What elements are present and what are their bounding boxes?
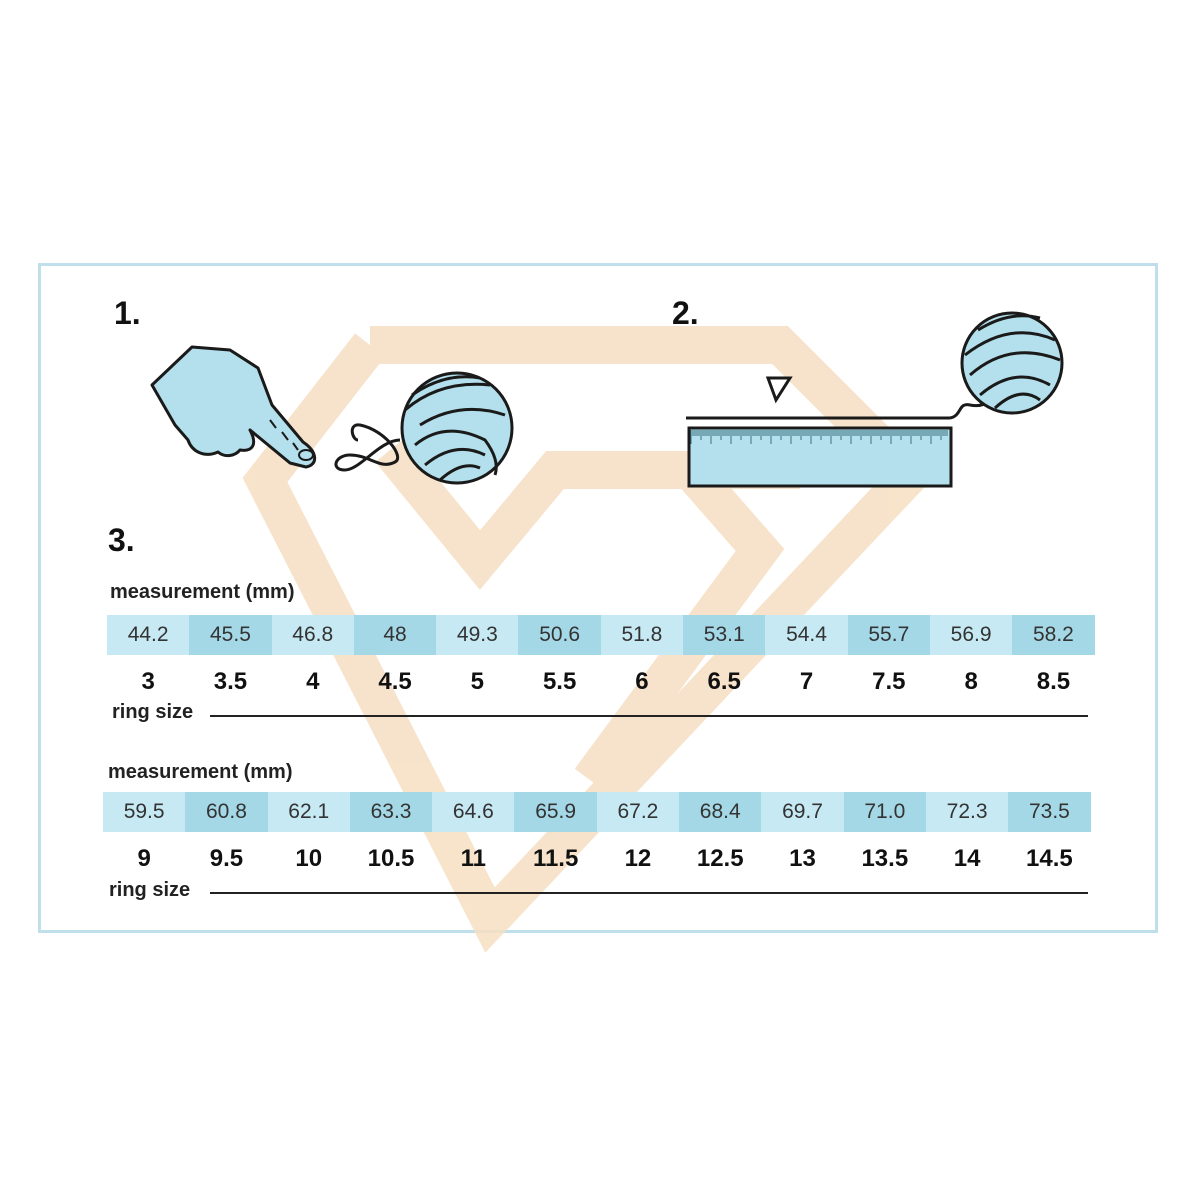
ring-size-value: 6 [635, 668, 649, 695]
measurement-cell: 64.6 [432, 792, 515, 832]
ring-size-value: 8 [964, 668, 978, 695]
measurement-cell: 59.5 [103, 792, 186, 832]
ring-size-value: 11 [460, 845, 487, 872]
measurement-cell: 71.0 [843, 792, 926, 832]
measurement-cell: 56.9 [929, 615, 1013, 655]
measurement-cell: 49.3 [436, 615, 519, 655]
ring-size-value: 6.5 [707, 668, 741, 695]
measurement-cell: 67.2 [596, 792, 680, 832]
measurement-cell: 73.5 [1008, 792, 1091, 832]
ring-size-row-1: 3 3.5 4 4.5 5 5.5 6 6.5 7 7.5 8 8.5 [107, 667, 1095, 697]
step-1-number: 1. [114, 295, 141, 331]
ring-size-label-2: ring size [109, 879, 191, 901]
pointing-hand-icon [150, 345, 317, 469]
ring-size-value: 7 [799, 668, 814, 695]
measurement-cell: 58.2 [1012, 615, 1095, 655]
ring-size-value: 9 [137, 845, 151, 872]
measurement-cell: 54.4 [765, 615, 848, 655]
measurement-cell: 45.5 [189, 615, 272, 655]
ring-size-value: 10.5 [367, 845, 415, 872]
ring-size-value: 14 [953, 845, 981, 872]
ring-size-value: 3.5 [213, 668, 248, 695]
ring-size-value: 4 [306, 668, 320, 695]
ring-size-value: 12 [624, 845, 652, 872]
step-2-number: 2. [672, 295, 699, 331]
ring-size-underline-2 [210, 892, 1088, 894]
ruler-icon [687, 426, 953, 488]
ring-size-value: 9.5 [209, 845, 244, 872]
ring-size-value: 10 [295, 845, 323, 872]
ring-size-underline-1 [210, 715, 1088, 717]
ring-size-value: 5.5 [542, 668, 577, 695]
ring-size-value: 3 [141, 668, 155, 695]
measurement-cell: 53.1 [683, 615, 766, 655]
measurement-cell: 46.8 [271, 615, 354, 655]
measurement-cell: 51.8 [600, 615, 684, 655]
measurement-label-2: measurement (mm) [108, 761, 293, 783]
measurement-cell: 55.7 [847, 615, 930, 655]
ring-size-value: 13 [789, 845, 816, 872]
measurement-cell: 69.7 [761, 792, 844, 832]
yarn-ball-icon [960, 311, 1064, 415]
ring-size-row-2: 9 9.5 10 10.5 11 11.5 12 12.5 13 13.5 14 14.5 [103, 844, 1091, 874]
step-3-number: 3. [108, 522, 135, 558]
ring-size-value: 12.5 [696, 845, 744, 872]
measurement-cell: 60.8 [185, 792, 268, 832]
measurement-cell: 72.3 [925, 792, 1009, 832]
ring-size-label-1: ring size [112, 701, 194, 723]
measurement-cell: 63.3 [349, 792, 433, 832]
ring-size-value: 8.5 [1036, 668, 1071, 695]
ring-size-value: 5 [470, 668, 485, 695]
yarn-ball-icon [334, 371, 514, 485]
measurement-cell: 65.9 [514, 792, 597, 832]
ring-size-value: 13.5 [861, 845, 909, 872]
ring-size-value: 14.5 [1026, 845, 1073, 872]
arrow-marker-icon [765, 376, 793, 404]
measurement-cell: 44.2 [107, 615, 190, 655]
measurement-cell: 48 [353, 615, 437, 655]
ring-size-value: 7.5 [872, 668, 906, 695]
measurement-cell: 68.4 [679, 792, 762, 832]
measurement-label-1: measurement (mm) [110, 581, 295, 603]
ring-size-value: 4.5 [378, 668, 412, 695]
measurement-cell: 50.6 [518, 615, 601, 655]
ring-size-value: 11.5 [532, 845, 579, 872]
measurement-cell: 62.1 [267, 792, 350, 832]
